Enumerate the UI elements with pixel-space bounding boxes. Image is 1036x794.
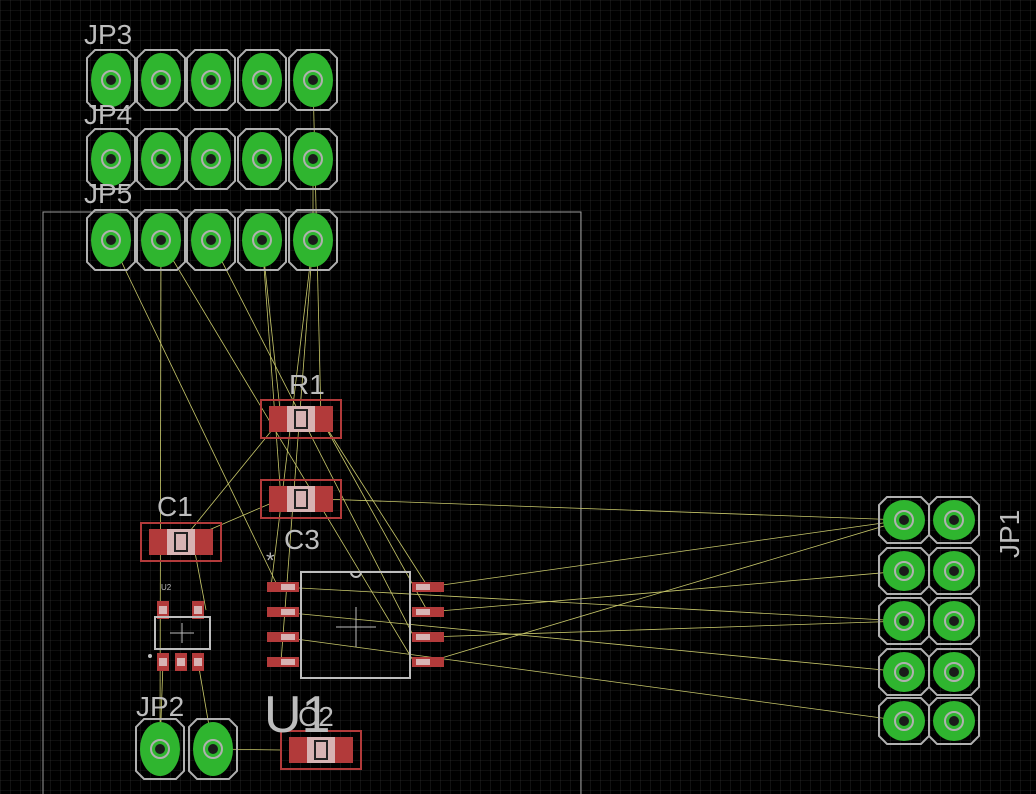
airwire (261, 239, 282, 500)
airwire (280, 636, 905, 722)
u2-pad-5[interactable] (192, 653, 204, 671)
airwire (110, 239, 279, 588)
airwire (427, 519, 905, 588)
u1-pad-4[interactable] (267, 657, 299, 667)
jp4-pad-5[interactable] (288, 128, 338, 190)
label-jp5: JP5 (84, 178, 132, 209)
airwire (280, 586, 905, 622)
through-hole-headers (86, 49, 980, 780)
jp1-pad-5[interactable] (878, 597, 930, 645)
jp5-pad-3[interactable] (186, 209, 236, 271)
c1-footprint[interactable] (140, 522, 222, 562)
r1-footprint[interactable] (260, 399, 342, 439)
airwire (320, 498, 905, 521)
smd-parts (140, 399, 444, 770)
u2-outline (154, 616, 211, 650)
u1-pad-6[interactable] (412, 632, 444, 642)
jp5-pad-5[interactable] (288, 209, 338, 271)
jp3-pad-4[interactable] (237, 49, 287, 111)
jp4-pad-4[interactable] (237, 128, 287, 190)
board-outline (42, 211, 582, 794)
jp4-pad-2[interactable] (136, 128, 186, 190)
jp1-pad-2[interactable] (928, 496, 980, 544)
u2-pad-3[interactable] (157, 653, 169, 671)
jp1-pad-8[interactable] (928, 648, 980, 696)
u1-notch (350, 571, 362, 578)
jp1-pad-4[interactable] (928, 547, 980, 595)
c2-footprint[interactable] (280, 730, 362, 770)
u1-pad-2[interactable] (267, 607, 299, 617)
airwire (427, 620, 905, 638)
airwire (280, 611, 905, 673)
jp1-pad-9[interactable] (878, 697, 930, 745)
u1-pad-5[interactable] (412, 657, 444, 667)
u1-pad-7[interactable] (412, 607, 444, 617)
airwire (180, 418, 282, 543)
label-u1: U1 (264, 686, 330, 744)
airwire (427, 570, 905, 613)
airwire (320, 418, 429, 588)
label-jp4: JP4 (84, 99, 132, 130)
u2-pad-1[interactable] (157, 601, 169, 619)
label-jp2: JP2 (136, 691, 184, 722)
jp1-pad-7[interactable] (878, 648, 930, 696)
jp2-pad-1[interactable] (135, 718, 185, 780)
jp2-pad-2[interactable] (188, 718, 238, 780)
u1-package[interactable] (300, 571, 411, 679)
u2-pad-4[interactable] (175, 653, 187, 671)
u2-package[interactable] (148, 616, 211, 658)
pin1-star-marker: * (266, 548, 275, 573)
jp1-pad-6[interactable] (928, 597, 980, 645)
c3-footprint[interactable] (260, 479, 342, 519)
airwire (427, 519, 905, 663)
jp5-pad-1[interactable] (86, 209, 136, 271)
u2-pad-2[interactable] (192, 601, 204, 619)
u1-pad-3[interactable] (267, 632, 299, 642)
jp4-pad-3[interactable] (186, 128, 236, 190)
label-r1: R1 (289, 369, 325, 400)
jp1-pad-3[interactable] (878, 547, 930, 595)
u2-pin1-dot (148, 654, 152, 658)
jp3-pad-5[interactable] (288, 49, 338, 111)
label-c3: C3 (284, 524, 320, 555)
jp3-pad-2[interactable] (136, 49, 186, 111)
jp1-pad-1[interactable] (878, 496, 930, 544)
jp5-pad-4[interactable] (237, 209, 287, 271)
jp1-pad-10[interactable] (928, 697, 980, 745)
jp4-pad-1[interactable] (86, 128, 136, 190)
u1-pad-8[interactable] (412, 582, 444, 592)
jp3-pad-3[interactable] (186, 49, 236, 111)
label-c1: C1 (157, 491, 193, 522)
jp3-pad-1[interactable] (86, 49, 136, 111)
label-jp1: JP1 (994, 510, 1025, 558)
label-c2: C2 (298, 701, 334, 732)
u1-outline (300, 571, 411, 679)
label-u2: U2 (161, 583, 172, 592)
u1-pad-1[interactable] (267, 582, 299, 592)
label-jp3: JP3 (84, 19, 132, 50)
jp5-pad-2[interactable] (136, 209, 186, 271)
